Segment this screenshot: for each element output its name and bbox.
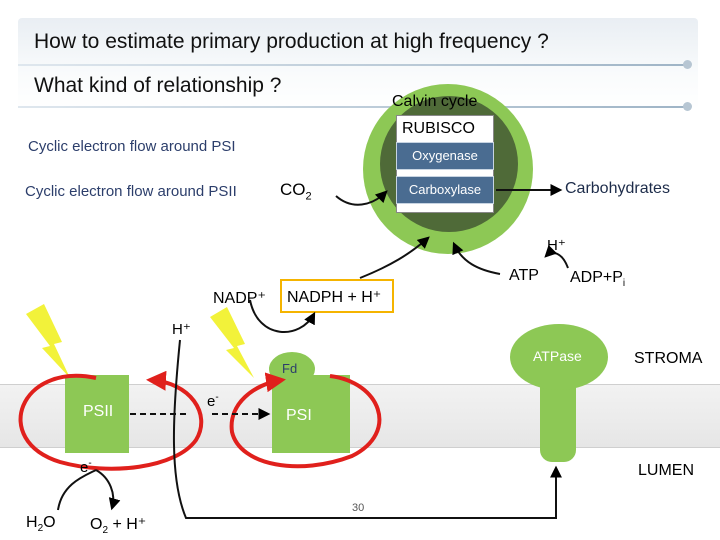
divider-dot xyxy=(683,102,692,111)
title-divider xyxy=(18,64,690,66)
h-plus-left-label: H⁺ xyxy=(172,321,191,338)
divider-dot xyxy=(683,60,692,69)
oxygenase-box: Oxygenase xyxy=(396,142,494,170)
rubisco-label: RUBISCO xyxy=(402,120,475,137)
page-title: How to estimate primary production at hi… xyxy=(34,30,549,53)
nadph-label: NADPH + H⁺ xyxy=(287,289,382,306)
psi-cycle-arrow xyxy=(229,372,382,469)
adp-arrow xyxy=(544,244,569,269)
proton-path-arrow xyxy=(172,339,562,519)
calvin-cycle-label: Calvin cycle xyxy=(392,93,478,110)
light-bolt-icon xyxy=(26,304,70,378)
co2-label: CO2 xyxy=(280,180,312,203)
lumen-label: LUMEN xyxy=(638,462,695,479)
oxygen-label: O2 + H⁺ xyxy=(90,516,147,537)
nadph-to-calvin-arrow xyxy=(359,236,430,279)
psi-label: PSI xyxy=(286,407,312,424)
fd-label: Fd xyxy=(282,361,298,376)
psii-cycle-arrow xyxy=(18,370,204,471)
page-subtitle: What kind of relationship ? xyxy=(34,74,282,97)
cyclic-psii-label: Cyclic electron flow around PSII xyxy=(25,183,237,200)
electron-label-bottom: e- xyxy=(80,458,92,476)
cyclic-psi-label: Cyclic electron flow around PSI xyxy=(28,138,236,155)
carboxylase-box: Carboxylase xyxy=(396,176,494,204)
atpase-label: ATPase xyxy=(533,348,582,364)
stroma-label: STROMA xyxy=(634,350,703,367)
water-label: H2O xyxy=(26,514,56,535)
nadp-reduction-arrow xyxy=(249,299,316,334)
light-bolt-icon xyxy=(210,307,254,378)
psii-label: PSII xyxy=(83,403,114,420)
nadph-highlight-box xyxy=(280,279,394,313)
electron-label-top: e- xyxy=(207,392,219,410)
subtitle-divider xyxy=(18,106,690,108)
atp-label: ATP xyxy=(509,267,539,284)
atpase-head xyxy=(510,324,608,390)
co2-arrow xyxy=(335,190,388,206)
page-number: 30 xyxy=(352,502,365,514)
water-splitting-arrow xyxy=(95,469,121,511)
atp-to-calvin-arrow xyxy=(452,241,501,275)
carbohydrates-label: Carbohydrates xyxy=(565,180,670,197)
nadp-label: NADP⁺ xyxy=(213,290,266,307)
water-splitting-arrow xyxy=(57,469,97,511)
adp-label: ADP+Pi xyxy=(570,269,626,290)
psii-complex xyxy=(65,375,129,453)
